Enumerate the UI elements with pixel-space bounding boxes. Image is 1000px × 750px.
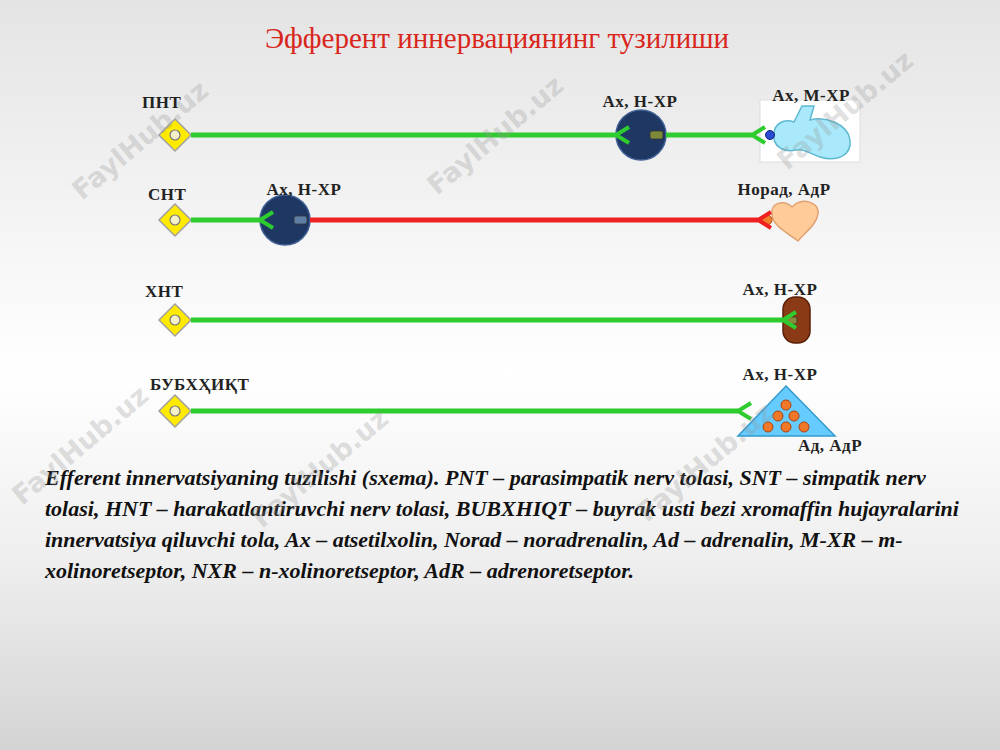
node-outline (159, 395, 191, 427)
receptor-label: Норад, АдР (737, 181, 830, 199)
ganglion-circle: Ах, Н-ХР (260, 195, 310, 245)
chromaffin-cell (773, 411, 783, 421)
node-outline (159, 204, 191, 236)
chromaffin-cell (781, 422, 791, 432)
receptor-label: ПНТ (142, 94, 181, 112)
fiber-origin-diamond: ХНТ (159, 304, 191, 336)
image-frame (760, 100, 860, 162)
soma-dot (170, 406, 180, 416)
heart-organ: Норад, АдР (758, 198, 823, 242)
chromaffin-cell (799, 422, 809, 432)
node-outline (616, 110, 666, 160)
watermark: FaylHub.uz (6, 379, 154, 510)
figure-caption: Efferent innervatsiyaning tuzilishi (sxe… (45, 462, 960, 586)
chromaffin-cell (789, 411, 799, 421)
receptor-label: Ах, М-ХР (772, 87, 850, 105)
skeletal-muscle-fiber: Ах, Н-ХР (783, 297, 810, 343)
chromaffin-cell (781, 400, 791, 410)
receptor-label: СНТ (148, 186, 186, 204)
nerve-fiber (191, 318, 783, 323)
fiber-origin-diamond: СНТ (159, 204, 191, 236)
receptor-label: Ах, Н-ХР (743, 281, 818, 299)
receptor-label: Ах, Н-ХР (267, 181, 342, 199)
receptor-label: Ах, Н-ХР (603, 93, 678, 111)
heart-shape (772, 201, 818, 241)
receptor-symbol (650, 131, 663, 139)
fiber-origin-diamond: ПНТ (159, 119, 191, 151)
node-outline (159, 304, 191, 336)
soma-dot (170, 215, 180, 225)
gland-triangle (738, 386, 835, 436)
nerve-fiber (191, 133, 616, 138)
receptor-label: Ад, АдР (798, 437, 862, 455)
node-outline (752, 108, 860, 162)
nerve-fiber (191, 218, 260, 223)
diamond-outline (159, 304, 191, 336)
diamond-outline (159, 204, 191, 236)
soma-dot (170, 130, 180, 140)
watermark: FaylHub.uz (631, 396, 779, 527)
stomach-organ: Ах, М-ХР (752, 108, 860, 162)
chromaffin-cell (763, 422, 773, 432)
receptor-label: ХНТ (145, 283, 183, 301)
receptor-symbol (294, 216, 307, 224)
ganglion-circle: Ах, Н-ХР (616, 110, 666, 160)
diamond-outline (159, 395, 191, 427)
watermark: FaylHub.uz (771, 44, 919, 175)
stomach-shape (774, 106, 850, 159)
ganglion-body (616, 110, 666, 160)
receptor-symbol (766, 131, 775, 140)
receptor-symbol (785, 317, 797, 324)
node-outline (159, 119, 191, 151)
node-outline (738, 386, 835, 436)
soma-dot (170, 315, 180, 325)
watermark: FaylHub.uz (246, 402, 394, 533)
receptor-symbol (762, 215, 772, 225)
node-outline (260, 195, 310, 245)
chromaffin-cells-triangle: Ах, Н-ХРАд, АдР (738, 386, 835, 436)
nerve-fiber (666, 133, 752, 138)
nerve-fiber (191, 409, 738, 414)
watermark: FaylHub.uz (421, 69, 569, 200)
node-outline (783, 297, 810, 343)
slide-title: Эфферент иннервациянинг тузилиши (0, 22, 994, 55)
ganglion-body (260, 195, 310, 245)
diamond-outline (159, 119, 191, 151)
nerve-fiber (310, 218, 758, 223)
receptor-label: Ах, Н-ХР (743, 366, 818, 384)
receptor-label: БУБХҲИҚТ (150, 376, 249, 394)
muscle-shape (783, 297, 810, 343)
watermark: FaylHub.uz (66, 74, 214, 205)
fiber-origin-diamond: БУБХҲИҚТ (159, 395, 191, 427)
node-outline (758, 198, 823, 242)
